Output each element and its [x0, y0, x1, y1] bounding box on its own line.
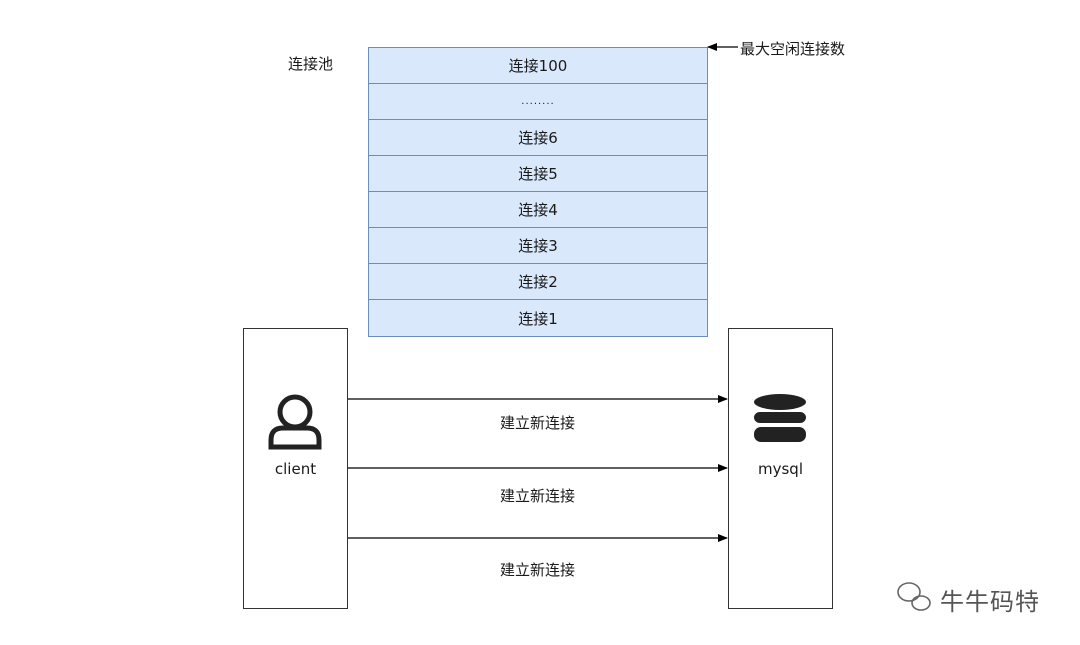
- mysql-label: mysql: [758, 460, 803, 478]
- pool-row: 连接4: [369, 192, 707, 228]
- pool-row: 连接1: [518, 309, 558, 328]
- user-icon: [268, 394, 322, 450]
- pool-row: 连接6: [369, 120, 707, 156]
- connection-pool-label: 连接池: [288, 55, 334, 73]
- pool-row: 连接3: [369, 228, 707, 264]
- pool-row: 连接2: [369, 264, 707, 300]
- mysql-box: [728, 328, 833, 609]
- pool-row: 连接5: [369, 156, 707, 192]
- arrow-label: 建立新连接: [499, 414, 575, 432]
- watermark-text: 牛牛码特: [940, 588, 1040, 616]
- pool-row: ........: [369, 84, 707, 120]
- client-label: client: [274, 460, 317, 478]
- arrow-label: 建立新连接: [499, 487, 575, 505]
- pool-row: 连接100: [369, 48, 707, 84]
- max-idle-connections-label: 最大空闲连接数: [740, 40, 846, 58]
- arrow-label: 建立新连接: [499, 561, 575, 579]
- database-icon: [754, 394, 806, 442]
- wechat-icon: [897, 582, 931, 611]
- connection-pool: 连接100 ........ 连接6 连接5 连接4 连接3 连接2 连接1: [368, 47, 708, 337]
- client-box: [243, 328, 348, 609]
